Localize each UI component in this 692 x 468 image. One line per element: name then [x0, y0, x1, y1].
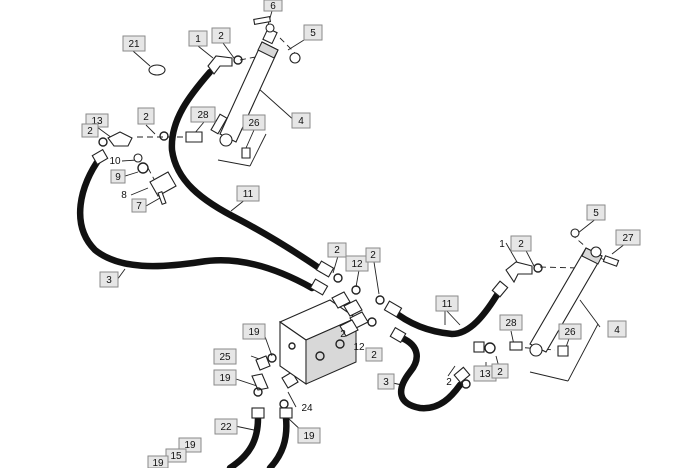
svg-text:24: 24: [301, 403, 313, 414]
svg-text:19: 19: [248, 327, 260, 338]
callout-2: 2: [446, 377, 452, 388]
svg-text:13: 13: [479, 369, 491, 380]
callout-7: 7: [131, 198, 147, 213]
svg-text:28: 28: [505, 318, 517, 329]
svg-text:21: 21: [128, 39, 140, 50]
svg-text:19: 19: [219, 373, 231, 384]
callout-5: 5: [586, 204, 606, 221]
svg-text:12: 12: [351, 259, 363, 270]
svg-text:2: 2: [497, 367, 503, 378]
callout-22: 22: [214, 418, 238, 435]
svg-text:19: 19: [303, 431, 315, 442]
svg-text:2: 2: [334, 245, 340, 256]
callout-4: 4: [291, 112, 311, 129]
svg-text:26: 26: [564, 327, 576, 338]
callout-3: 3: [377, 373, 395, 390]
callout-4: 4: [607, 320, 627, 338]
svg-text:28: 28: [197, 110, 209, 121]
svg-text:2: 2: [370, 250, 376, 261]
svg-text:1: 1: [195, 34, 201, 45]
svg-text:15: 15: [170, 451, 182, 462]
callout-2: 2: [365, 247, 381, 263]
callout-19: 19: [213, 369, 237, 386]
svg-text:3: 3: [106, 275, 112, 286]
callout-15: 15: [165, 448, 187, 463]
cylinder-right: [529, 246, 603, 357]
svg-text:26: 26: [248, 118, 260, 129]
callout-3: 3: [99, 271, 119, 288]
callout-21: 21: [122, 35, 146, 52]
svg-text:6: 6: [270, 1, 276, 12]
svg-text:10: 10: [109, 156, 121, 167]
callout-19: 19: [297, 427, 321, 444]
hose-3-right: [397, 334, 464, 412]
callout-2: 2: [137, 107, 155, 125]
callout-5: 5: [303, 24, 323, 41]
callout-26: 26: [242, 114, 266, 131]
callouts: 6 5 21 1 2 4 13 2 2 28 26 10 9 8 7 11 3 …: [81, 0, 641, 468]
svg-text:2: 2: [340, 329, 346, 340]
callout-19: 19: [242, 323, 266, 340]
svg-text:11: 11: [442, 299, 453, 310]
svg-text:2: 2: [218, 31, 224, 42]
hose-11-upper: [168, 68, 326, 274]
svg-text:1: 1: [499, 239, 505, 250]
callout-1: 1: [499, 239, 505, 250]
svg-text:3: 3: [383, 377, 389, 388]
svg-text:13: 13: [91, 116, 103, 127]
callout-2: 2: [340, 329, 346, 340]
callout-28: 28: [190, 106, 216, 123]
callout-9: 9: [110, 169, 126, 184]
cylinder-left: [210, 23, 279, 147]
svg-text:19: 19: [184, 440, 196, 451]
svg-text:4: 4: [298, 116, 304, 127]
callout-26: 26: [558, 323, 582, 340]
hose-11-right: [388, 286, 504, 338]
svg-text:8: 8: [121, 190, 127, 201]
callout-2: 2: [510, 235, 532, 252]
leader-lines: [96, 10, 631, 436]
hose-22: [226, 414, 262, 468]
hose-lower-right: [266, 414, 290, 468]
svg-text:2: 2: [143, 112, 149, 123]
hoses: [77, 68, 504, 468]
callout-2: 2: [81, 123, 99, 138]
callout-6: 6: [263, 0, 283, 12]
svg-text:2: 2: [446, 377, 452, 388]
valve-block: [278, 291, 369, 386]
callout-2: 2: [327, 242, 347, 258]
svg-text:12: 12: [353, 342, 365, 353]
callout-10: 10: [109, 156, 121, 167]
callout-27: 27: [615, 229, 641, 246]
svg-text:25: 25: [219, 352, 231, 363]
callout-2: 2: [211, 27, 231, 44]
fittings: [91, 16, 620, 419]
svg-text:5: 5: [310, 28, 316, 39]
svg-text:4: 4: [614, 325, 620, 336]
callout-1: 1: [188, 30, 208, 47]
callout-28: 28: [499, 314, 523, 331]
callout-11: 11: [236, 185, 260, 202]
hose-3-left: [77, 154, 316, 292]
svg-text:22: 22: [220, 422, 232, 433]
callout-19: 19: [147, 455, 169, 468]
callout-25: 25: [213, 348, 237, 365]
callout-2: 2: [491, 363, 509, 379]
svg-text:2: 2: [371, 350, 377, 361]
callout-12: 12: [353, 342, 365, 353]
svg-text:11: 11: [243, 189, 254, 200]
callout-24: 24: [301, 403, 313, 414]
callout-8: 8: [121, 190, 127, 201]
callout-2: 2: [365, 347, 383, 362]
callout-11: 11: [435, 295, 459, 312]
svg-text:5: 5: [593, 208, 599, 219]
svg-text:9: 9: [115, 172, 121, 183]
svg-text:19: 19: [152, 458, 164, 468]
svg-text:2: 2: [518, 239, 524, 250]
svg-text:27: 27: [622, 233, 634, 244]
svg-text:7: 7: [136, 201, 142, 212]
callout-12: 12: [345, 255, 369, 272]
svg-text:2: 2: [87, 126, 93, 137]
